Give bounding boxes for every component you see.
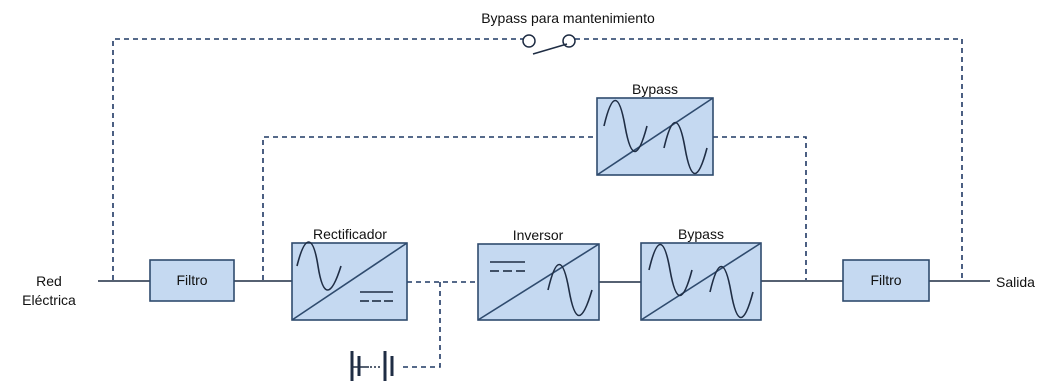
rectifier-label: Rectificador xyxy=(313,226,387,242)
battery-icon xyxy=(350,351,394,381)
filter-in-block xyxy=(149,259,235,302)
sine-wave-icon xyxy=(603,100,648,152)
battery-line xyxy=(400,282,441,368)
sine-wave-icon xyxy=(648,244,693,296)
filter-out-block xyxy=(842,259,930,302)
bypass-main-block xyxy=(640,242,762,321)
dc-symbol-icon xyxy=(360,291,393,302)
rectifier-block xyxy=(291,241,408,321)
static-bypass-line-left xyxy=(262,136,597,280)
dc-symbol-icon xyxy=(490,261,525,272)
maintenance-bypass-line-right xyxy=(575,38,963,280)
sine-wave-icon xyxy=(709,266,754,318)
output-label: Salida xyxy=(996,274,1035,290)
maintenance-switch-icon xyxy=(522,34,576,55)
filter-in-label: Filtro xyxy=(176,272,207,288)
bypass-main-label: Bypass xyxy=(678,226,724,242)
inverter-block xyxy=(477,243,600,321)
input-label-line1: Red xyxy=(36,273,62,289)
sine-wave-icon xyxy=(663,122,708,174)
bypass-top-block xyxy=(596,97,714,176)
bypass-top-label: Bypass xyxy=(632,81,678,97)
sine-wave-icon xyxy=(547,264,593,316)
sine-wave-icon xyxy=(296,241,342,291)
maintenance-bypass-line xyxy=(112,38,524,280)
maintenance-bypass-label: Bypass para mantenimiento xyxy=(481,10,655,26)
filter-out-label: Filtro xyxy=(870,272,901,288)
inverter-label: Inversor xyxy=(513,227,564,243)
input-label-line2: Eléctrica xyxy=(22,292,76,308)
static-bypass-line-right xyxy=(713,136,807,280)
